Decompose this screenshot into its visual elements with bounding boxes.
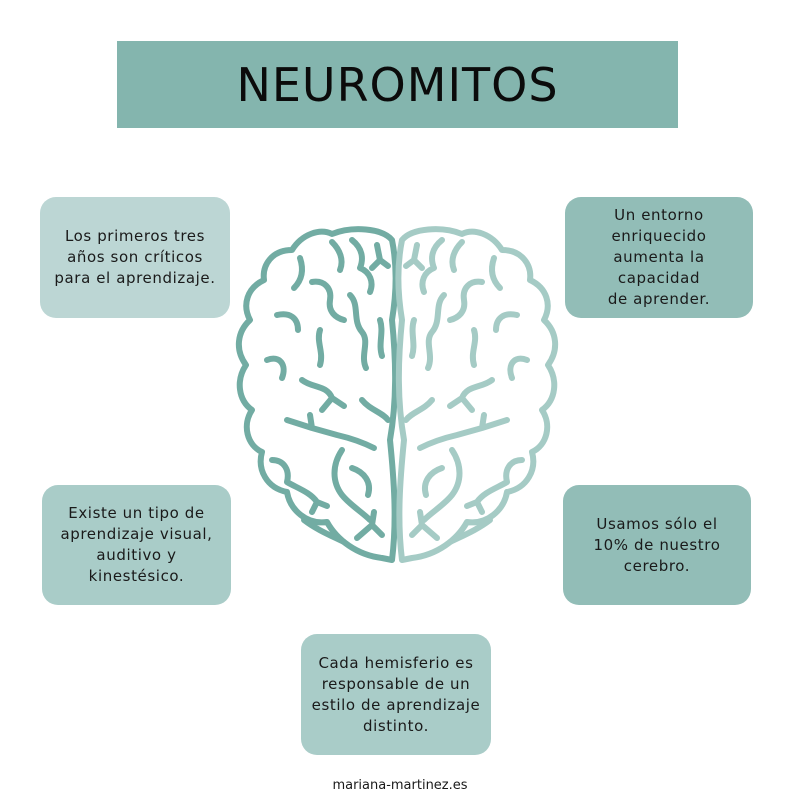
left-hemisphere bbox=[236, 226, 399, 563]
page-title: NEUROMITOS bbox=[236, 57, 559, 112]
myth-card-learning-styles: Existe un tipo de aprendizaje visual, au… bbox=[42, 485, 231, 605]
myth-card-critical-years: Los primeros tres años son críticos para… bbox=[40, 197, 230, 318]
website-credit: mariana-martinez.es bbox=[332, 778, 468, 793]
title-banner: NEUROMITOS bbox=[117, 41, 678, 128]
myth-card-hemispheres: Cada hemisferio es responsable de un est… bbox=[301, 634, 491, 755]
brain-icon bbox=[236, 226, 558, 563]
right-hemisphere bbox=[395, 226, 558, 563]
myth-card-ten-percent: Usamos sólo el 10% de nuestro cerebro. bbox=[563, 485, 751, 605]
myth-card-enriched-environment: Un entorno enriquecido aumenta la capaci… bbox=[565, 197, 753, 318]
